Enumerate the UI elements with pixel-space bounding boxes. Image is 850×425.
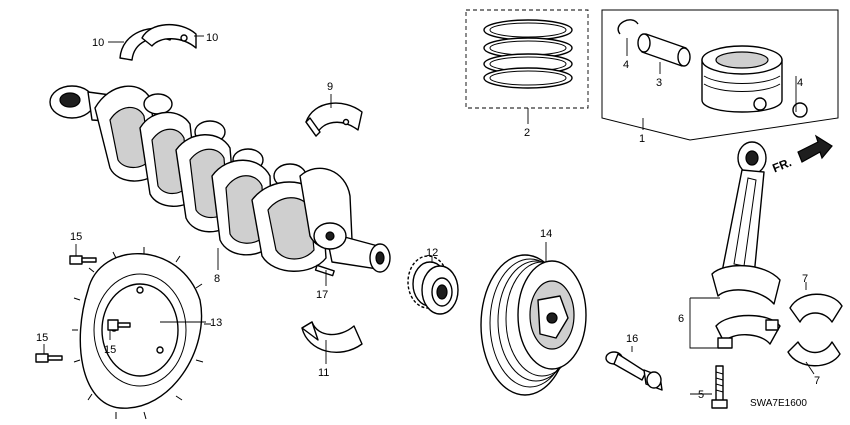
callout-15-upper: 15 [70,231,82,243]
crankshaft[interactable] [49,85,391,273]
callout-11: 11 [318,367,329,379]
piston-assembly[interactable] [601,9,839,141]
callout-4-right: 4 [797,77,803,89]
callout-5: 5 [698,389,704,401]
rod-bearing-upper[interactable] [789,293,843,323]
callout-7-upper: 7 [802,273,808,285]
front-direction-indicator: FR. [770,134,833,175]
callout-1: 1 [639,133,645,145]
rod-bolt[interactable] [711,365,728,409]
sensor-plate[interactable] [72,247,211,420]
connecting-rod[interactable] [711,141,781,349]
diagram-code: SWA7E1600 [750,398,807,409]
pulley-bolt[interactable] [605,351,663,391]
thrust-bearing[interactable] [305,102,363,137]
callout-10-right: 10 [206,32,218,44]
callout-16: 16 [626,333,638,345]
callout-12: 12 [426,247,438,259]
callout-8: 8 [214,273,220,285]
piston-ring-set[interactable] [465,9,589,109]
callout-3: 3 [656,77,662,89]
callout-2: 2 [524,127,530,139]
callout-15-lower: 15 [36,332,48,344]
main-bearing-upper[interactable] [119,23,197,61]
crank-pulley[interactable] [480,254,587,396]
callout-9: 9 [327,81,333,93]
front-direction-label: FR. [770,155,793,175]
rod-bearing-lower[interactable] [787,341,841,367]
callout-7-lower: 7 [814,375,820,387]
callout-6: 6 [678,313,684,325]
callout-14: 14 [540,228,552,240]
callout-17: 17 [316,289,328,301]
leader-lines [43,35,815,395]
callout-4-left: 4 [623,59,629,71]
bolt-15-upper[interactable] [69,255,97,265]
callout-15-center: 15 [104,344,116,356]
bolt-15-center[interactable] [107,319,131,331]
callout-13: 13 [210,317,222,329]
woodruff-key[interactable] [314,264,335,277]
callout-labels: 10 10 9 2 4 3 4 1 8 17 11 12 14 15 13 15… [36,32,820,401]
callout-10-left: 10 [92,37,104,49]
main-bearing-lower[interactable] [301,321,363,353]
bolt-15-lower[interactable] [35,353,63,363]
crank-sprocket[interactable] [407,255,459,315]
